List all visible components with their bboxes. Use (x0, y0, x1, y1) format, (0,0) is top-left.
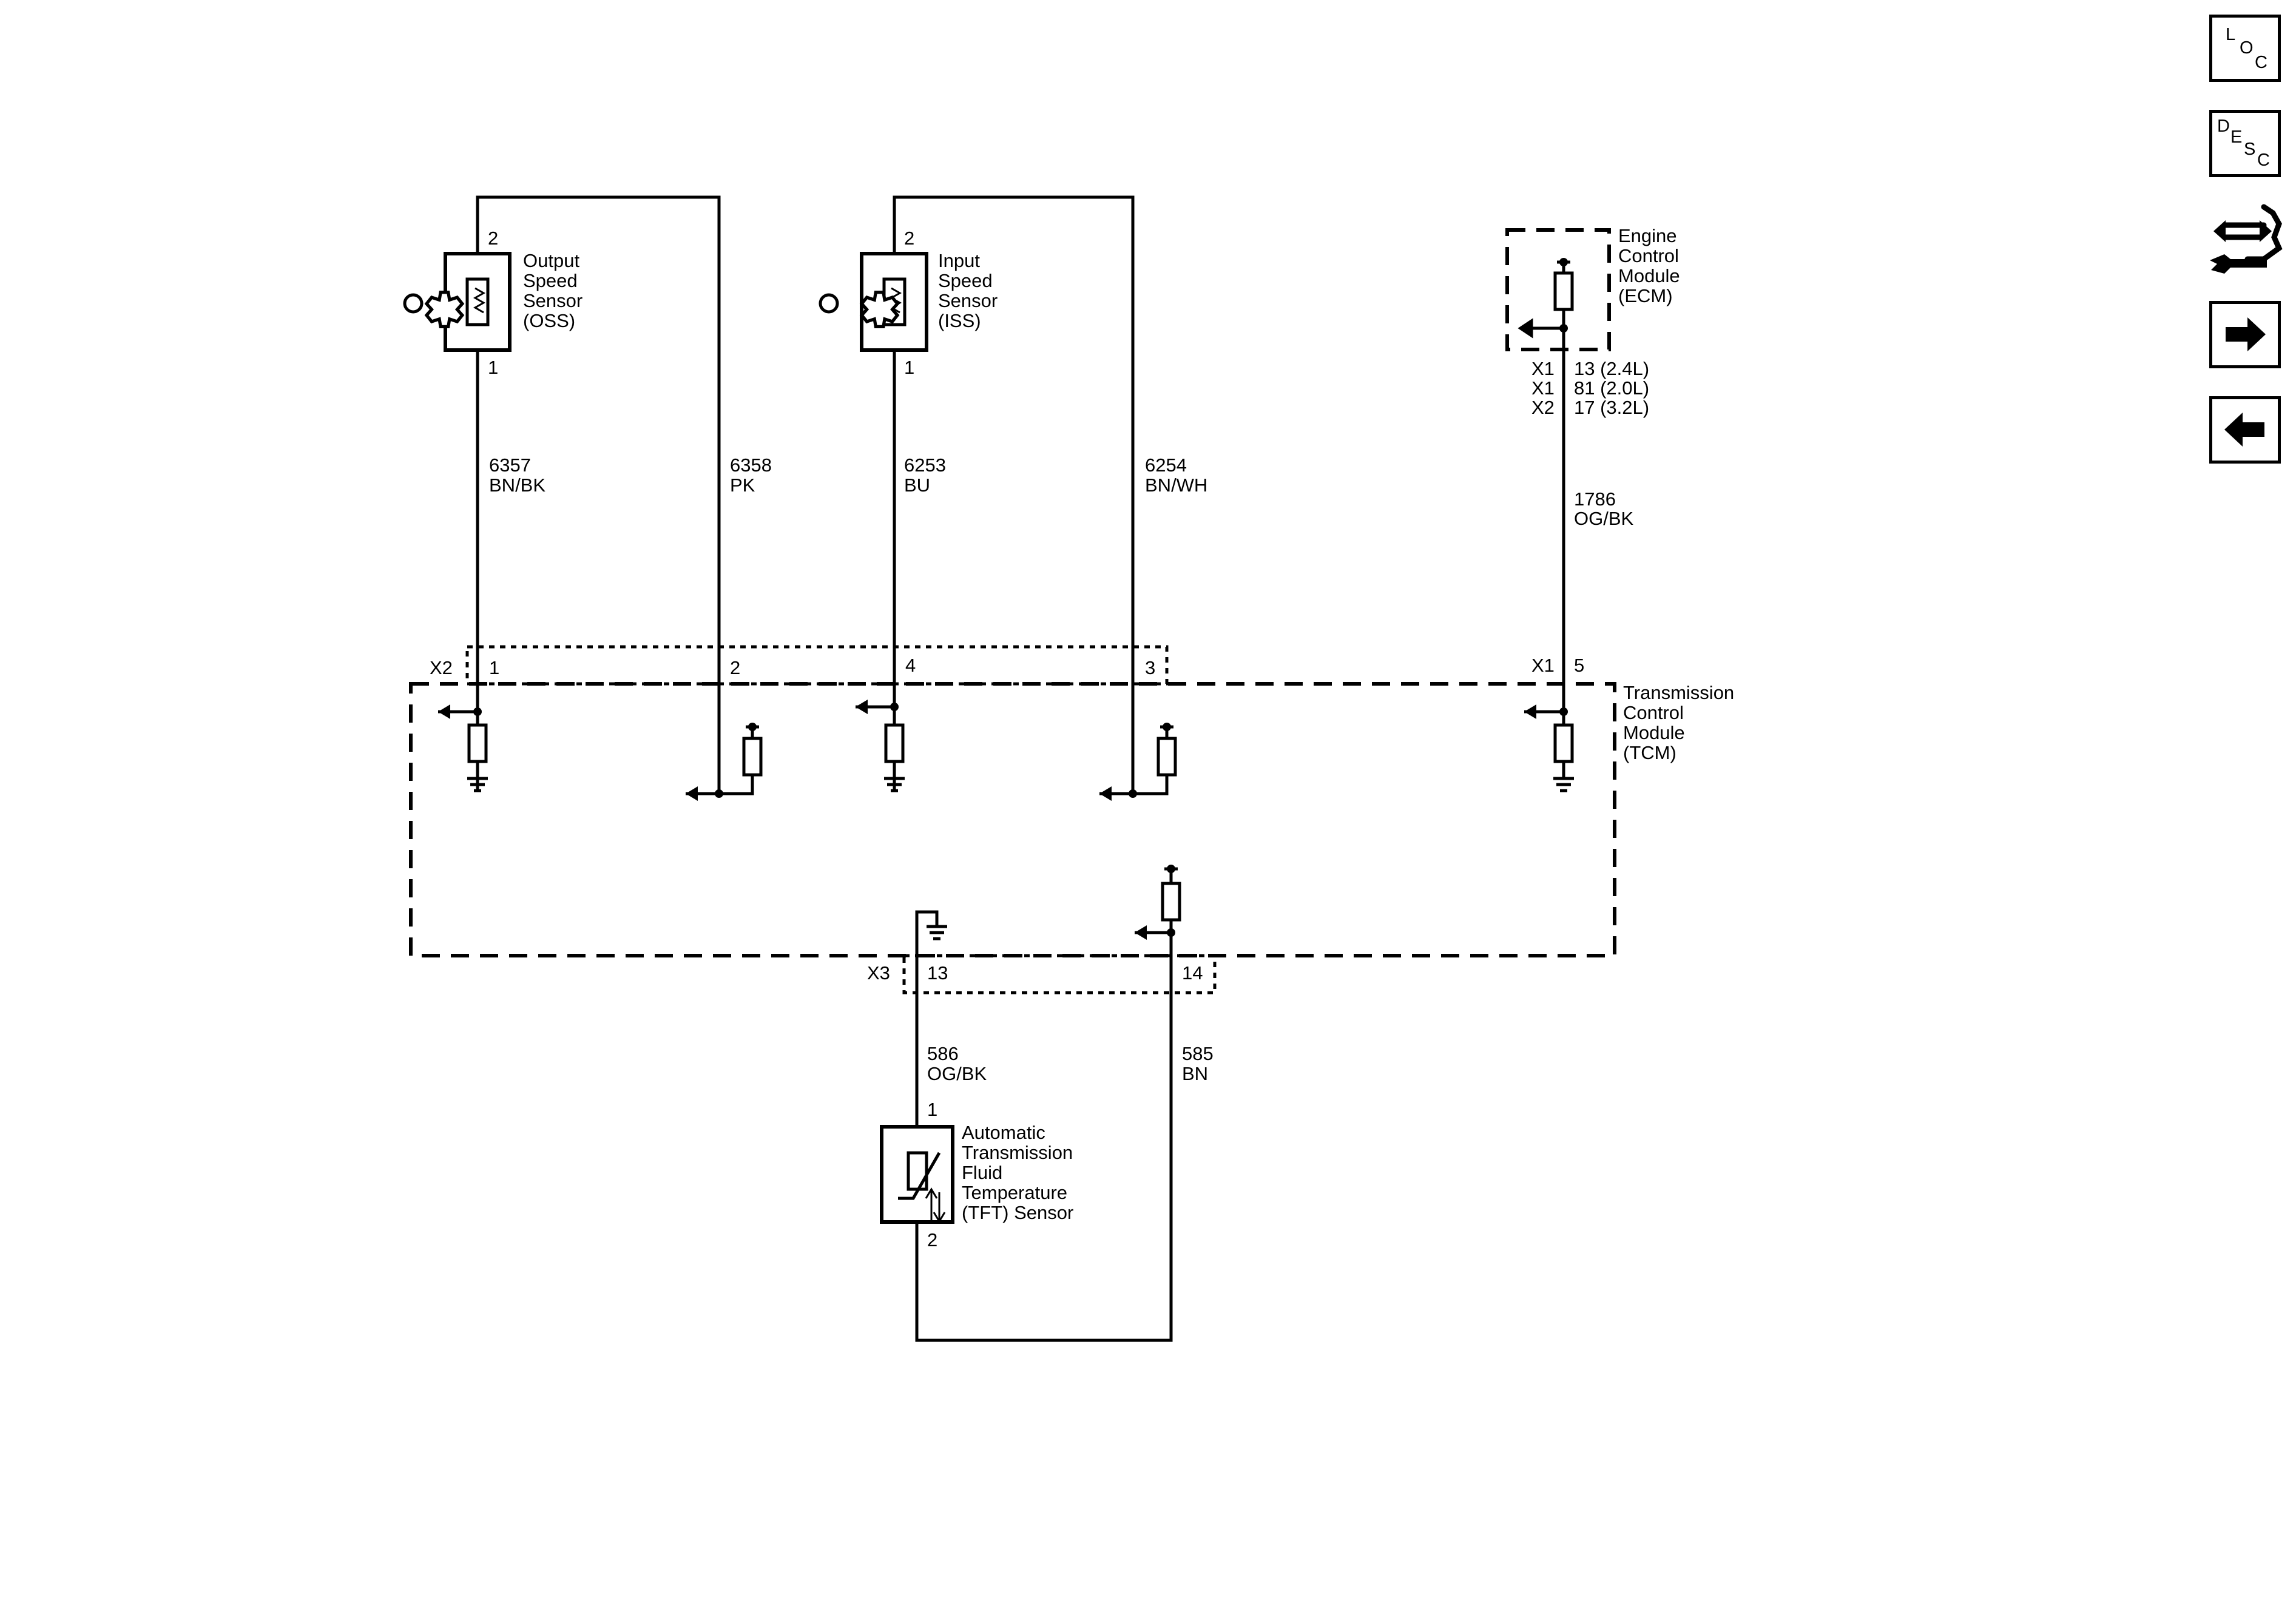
ecm-module-outline (1505, 228, 1611, 351)
previous-page-button[interactable] (2209, 396, 2281, 464)
iss-label-4: (ISS) (938, 310, 981, 331)
iss-label-2: Speed (938, 270, 993, 291)
oss-pin-1: 1 (488, 357, 499, 378)
desc-letter-c: C (2257, 150, 2270, 170)
tft-label-2: Transmission (962, 1142, 1073, 1163)
oss-pin-2: 2 (488, 228, 499, 249)
iss-pin-2: 2 (904, 228, 915, 249)
wire-6357-color: BN/BK (489, 474, 546, 496)
wire-586 (915, 925, 1173, 1342)
x3-pin-14: 14 (1182, 962, 1203, 984)
tft-pin-1: 1 (927, 1099, 938, 1120)
tcm-module-outline (409, 682, 1616, 957)
x1-pin-5: 5 (1574, 655, 1585, 676)
loc-letter-o: O (2240, 38, 2254, 58)
ecm-label-4: (ECM) (1618, 285, 1673, 306)
tcm-label-2: Control (1623, 702, 1684, 723)
oss-coil (465, 277, 490, 326)
wire-6254-color: BN/WH (1145, 474, 1208, 496)
loc-letter-l: L (2226, 25, 2236, 44)
tft-label-1: Automatic (962, 1122, 1045, 1143)
oss-label-4: (OSS) (523, 310, 576, 331)
loc-letter-c: C (2255, 53, 2267, 72)
oss-label-3: Sensor (523, 290, 583, 311)
desc-letter-e: E (2230, 127, 2243, 147)
tft-pin-2: 2 (927, 1229, 938, 1251)
desc-letter-s: S (2244, 140, 2256, 159)
tcm-label-3: Module (1623, 722, 1685, 743)
ecm-label-3: Module (1618, 265, 1680, 286)
iss-pin-1: 1 (904, 357, 915, 378)
wire-585-color: BN (1182, 1063, 1209, 1084)
tft-sensor-box (880, 1125, 954, 1224)
ecm-pin-conn-3: X2 (1531, 397, 1555, 418)
x3-connector-name: X3 (867, 962, 890, 984)
ecm-pin-conn-2: X1 (1531, 377, 1555, 399)
x2-connector-name: X2 (430, 657, 453, 678)
x2-connector-outline (465, 645, 1169, 686)
wire-6253-color: BU (904, 474, 931, 496)
arrow-left-icon (2224, 413, 2264, 447)
x2-pin-1: 1 (489, 657, 500, 678)
wire-6254-circuit: 6254 (1145, 454, 1187, 476)
tft-label-3: Fluid (962, 1162, 1003, 1183)
ecm-pin-value-2: 81 (2.0L) (1574, 377, 1650, 399)
wire-586-circuit: 586 (927, 1043, 959, 1064)
wire-6358-color: PK (730, 474, 755, 496)
tft-label-5: (TFT) Sensor (962, 1202, 1074, 1223)
x2-pin-3: 3 (1145, 657, 1156, 678)
ecm-pin-conn-1: X1 (1531, 358, 1555, 379)
wire-6254 (893, 195, 1135, 795)
wire-6253-circuit: 6253 (904, 454, 946, 476)
oss-label-1: Output (523, 250, 580, 271)
desc-button[interactable]: D E S C (2209, 110, 2281, 177)
ecm-pin-value-3: 17 (3.2L) (1574, 397, 1650, 418)
x1-connector-name: X1 (1531, 655, 1555, 676)
wire-1786-circuit: 1786 (1574, 488, 1616, 510)
ecm-label-2: Control (1618, 245, 1679, 266)
wire-586-color: OG/BK (927, 1063, 987, 1084)
x3-pin-13: 13 (927, 962, 948, 984)
arrow-right-icon (2226, 317, 2266, 351)
x3-connector-outline (902, 954, 1217, 994)
x2-pin-2: 2 (730, 657, 741, 678)
next-page-button[interactable] (2209, 301, 2281, 368)
desc-letter-d: D (2217, 116, 2230, 136)
x2-pin-4: 4 (905, 655, 916, 676)
oss-label-2: Speed (523, 270, 578, 291)
tft-label-4: Temperature (962, 1182, 1068, 1203)
iss-gear-icon (819, 291, 900, 329)
wire-1786-color: OG/BK (1574, 508, 1634, 529)
ecm-pin-value-1: 13 (2.4L) (1574, 358, 1650, 379)
iss-label-3: Sensor (938, 290, 998, 311)
wire-6358 (476, 195, 721, 795)
tcm-label-4: (TCM) (1623, 742, 1676, 763)
loc-button[interactable]: L O C (2209, 15, 2281, 82)
wire-6357-circuit: 6357 (489, 454, 531, 476)
wire-585-circuit: 585 (1182, 1043, 1214, 1064)
ecm-label-1: Engine (1618, 225, 1677, 246)
oss-gear-icon (403, 291, 465, 329)
connector-tools-icon[interactable] (2206, 200, 2284, 277)
iss-label-1: Input (938, 250, 980, 271)
wire-6358-circuit: 6358 (730, 454, 772, 476)
tcm-label-1: Transmission (1623, 682, 1735, 703)
